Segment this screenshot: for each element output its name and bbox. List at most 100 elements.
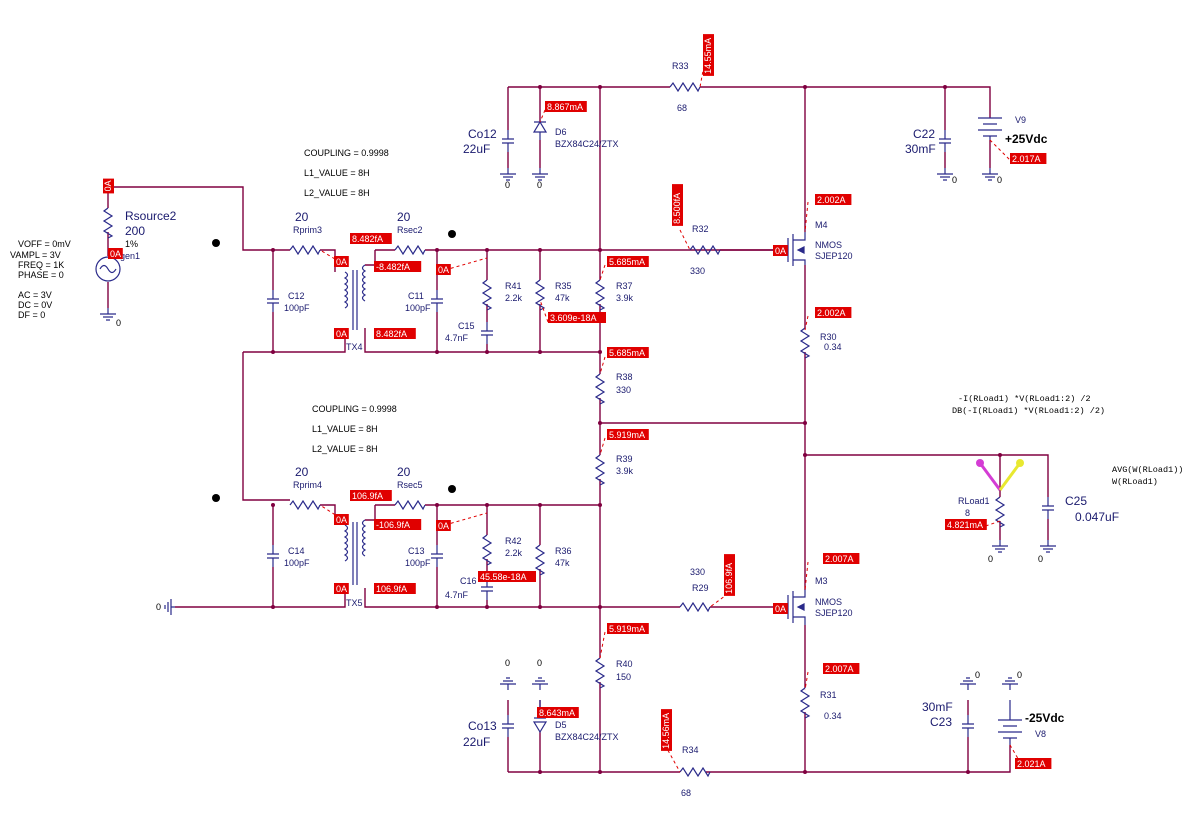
svg-text:Rprim4: Rprim4 — [293, 480, 322, 490]
svg-text:20: 20 — [295, 465, 309, 479]
svg-text:R30: R30 — [820, 332, 837, 342]
svg-text:3.9k: 3.9k — [616, 293, 634, 303]
svg-text:2.017A: 2.017A — [1012, 154, 1041, 164]
probe-d5: 8.643mA — [537, 707, 579, 718]
probe-tx5-sec-top: -106.9fA — [374, 519, 422, 530]
svg-text:2.002A: 2.002A — [817, 195, 846, 205]
svg-text:C22: C22 — [913, 127, 935, 141]
svg-text:0: 0 — [537, 180, 542, 190]
probe-src-mid: 0A — [108, 248, 123, 259]
svg-text:0: 0 — [997, 175, 1002, 185]
svg-text:R41: R41 — [505, 281, 522, 291]
svg-text:R31: R31 — [820, 690, 837, 700]
battery-v8 — [998, 700, 1022, 745]
svg-text:BZX84C24/ZTX: BZX84C24/ZTX — [555, 732, 619, 742]
probe-r34: 14.56mA — [661, 709, 672, 751]
c11-value: 100pF — [405, 303, 431, 313]
svg-text:0: 0 — [505, 180, 510, 190]
probe-tx5-top: 0A — [334, 514, 349, 525]
probe-r33: 14.55mA — [703, 34, 714, 76]
probe-r38: 5.685mA — [607, 347, 649, 358]
svg-text:0A: 0A — [775, 604, 786, 614]
rsec2-value: 20 — [397, 210, 411, 224]
src-param-7: DF = 0 — [18, 310, 45, 320]
svg-text:0A: 0A — [336, 584, 347, 594]
svg-text:5.685mA: 5.685mA — [609, 257, 645, 267]
svg-text:68: 68 — [677, 103, 687, 113]
svg-text:C23: C23 — [930, 715, 952, 729]
tx4-l2: L2_VALUE = 8H — [304, 188, 370, 198]
probe-leaders — [319, 59, 1021, 773]
svg-text:NMOS: NMOS — [815, 597, 842, 607]
svg-text:NMOS: NMOS — [815, 240, 842, 250]
svg-text:0A: 0A — [775, 246, 786, 256]
svg-text:8.500fA: 8.500fA — [672, 193, 682, 224]
svg-text:R37: R37 — [616, 281, 633, 291]
probe-m3g: 0A — [773, 603, 788, 614]
svg-text:5.685mA: 5.685mA — [609, 348, 645, 358]
load-labels: RLoad1 8 0 0 C25 0.047uF -I(RLoad1) *V(R… — [952, 394, 1183, 564]
svg-text:R35: R35 — [555, 281, 572, 291]
gen-name: gen1 — [120, 251, 140, 261]
probe-c13: 0A — [436, 520, 451, 531]
svg-text:D6: D6 — [555, 127, 567, 137]
svg-text:2.007A: 2.007A — [825, 554, 854, 564]
c12-name: C12 — [288, 291, 305, 301]
svg-text:8.482fA: 8.482fA — [376, 329, 407, 339]
phase-dots — [212, 230, 456, 502]
svg-text:C13: C13 — [408, 546, 425, 556]
svg-text:2.2k: 2.2k — [505, 548, 523, 558]
svg-text:22uF: 22uF — [463, 142, 490, 156]
rsource-name: Rsource2 — [125, 209, 177, 223]
svg-text:4.7nF: 4.7nF — [445, 590, 469, 600]
rprim3-name: Rprim3 — [293, 225, 322, 235]
svg-text:L2_VALUE = 8H: L2_VALUE = 8H — [312, 444, 378, 454]
svg-text:V9: V9 — [1015, 115, 1026, 125]
svg-text:V8: V8 — [1035, 729, 1046, 739]
svg-text:0: 0 — [156, 602, 161, 612]
src-param-0: VOFF = 0mV — [18, 239, 71, 249]
svg-text:-106.9fA: -106.9fA — [376, 520, 410, 530]
src-param-3: PHASE = 0 — [18, 270, 64, 280]
svg-text:0A: 0A — [438, 521, 449, 531]
svg-text:R38: R38 — [616, 372, 633, 382]
svg-text:TX5: TX5 — [346, 598, 363, 608]
battery-v9 — [978, 117, 1002, 140]
svg-text:2.021A: 2.021A — [1017, 759, 1046, 769]
svg-text:C15: C15 — [458, 321, 475, 331]
svg-text:C25: C25 — [1065, 494, 1087, 508]
svg-text:30mF: 30mF — [922, 700, 953, 714]
svg-text:C14: C14 — [288, 546, 305, 556]
rsource-tol: 1% — [125, 239, 138, 249]
probe-r40: 5.919mA — [607, 623, 649, 634]
svg-text:0: 0 — [1017, 670, 1022, 680]
formula-w: W(RLoad1) — [1112, 477, 1158, 487]
svg-text:0.047uF: 0.047uF — [1075, 510, 1119, 524]
svg-text:0: 0 — [988, 554, 993, 564]
svg-text:8: 8 — [965, 508, 970, 518]
formula-avg: AVG(W(RLoad1)) — [1112, 465, 1183, 475]
svg-text:-8.482fA: -8.482fA — [376, 262, 410, 272]
svg-text:0A: 0A — [336, 329, 347, 339]
svg-text:330: 330 — [616, 385, 631, 395]
svg-text:0: 0 — [505, 658, 510, 668]
probe-m4g: 0A — [773, 245, 788, 256]
svg-text:106.9fA: 106.9fA — [724, 563, 734, 594]
svg-text:8.867mA: 8.867mA — [547, 102, 583, 112]
svg-text:14.55mA: 14.55mA — [703, 38, 713, 74]
svg-text:Co12: Co12 — [468, 127, 497, 141]
svg-text:0.34: 0.34 — [824, 342, 842, 352]
svg-text:0: 0 — [952, 175, 957, 185]
mid-labels: R41 2.2k C15 4.7nF R35 47k R37 3.9k R38 … — [445, 61, 1048, 476]
src-param-2: FREQ = 1K — [18, 260, 64, 270]
probe-r37: 5.685mA — [607, 256, 649, 267]
src-param-5: AC = 3V — [18, 290, 52, 300]
svg-text:0A: 0A — [336, 257, 347, 267]
probe-c11: 0A — [436, 264, 451, 275]
svg-text:150: 150 — [616, 672, 631, 682]
svg-text:0: 0 — [537, 658, 542, 668]
src-gnd: 0 — [116, 318, 121, 328]
